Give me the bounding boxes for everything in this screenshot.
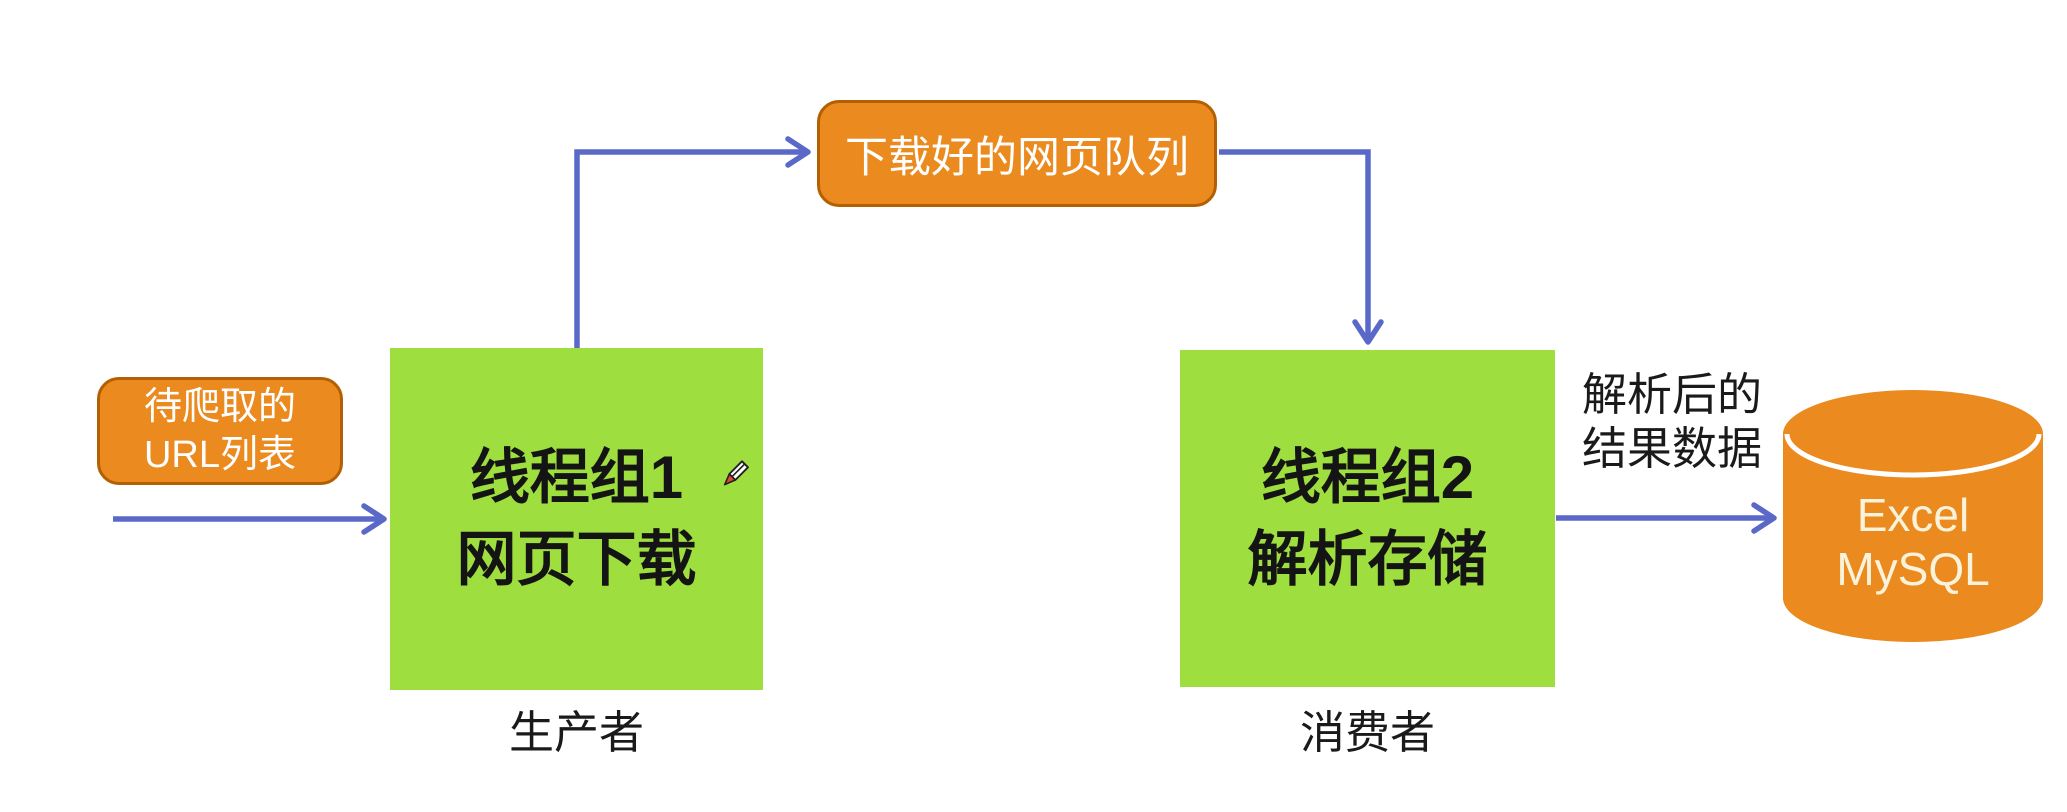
thread-group-1-title: 线程组1 <box>469 444 684 511</box>
arrow-queue-to-thread2 <box>1219 149 1384 345</box>
consumer-caption: 消费者 <box>1299 707 1435 758</box>
thread-group-1-subtitle: 网页下载 <box>456 526 697 593</box>
thread-group-1-node: 线程组1 网页下载 <box>390 348 763 690</box>
thread-group-2-node: 线程组2 解析存储 <box>1180 350 1555 687</box>
pencil-cursor-icon <box>720 456 752 488</box>
database-cylinder <box>1783 390 2043 642</box>
database-cylinder-top-rim <box>1784 433 2042 478</box>
producer-caption: 生产者 <box>508 707 644 758</box>
url-list-label-line2: URL列表 <box>143 434 297 476</box>
database-label: Excel MySQL <box>1783 488 2043 596</box>
downloaded-queue-label: 下载好的网页队列 <box>845 133 1189 182</box>
downloaded-queue-node: 下载好的网页队列 <box>817 100 1217 207</box>
thread-group-2-subtitle: 解析存储 <box>1247 525 1488 593</box>
database-label-line2: MySQL <box>1836 543 1990 595</box>
database-cylinder-body <box>1783 390 2043 642</box>
url-list-label-line1: 待爬取的 <box>143 386 296 428</box>
arrow-thread1-to-queue <box>574 136 811 349</box>
result-data-label: 解析后的 结果数据 <box>1582 368 1762 476</box>
thread-group-2-title: 线程组2 <box>1260 443 1475 511</box>
url-list-node: 待爬取的 URL列表 <box>97 377 343 485</box>
result-data-label-line2: 结果数据 <box>1582 423 1763 474</box>
result-data-label-line1: 解析后的 <box>1582 369 1763 420</box>
database-label-line1: Excel <box>1856 489 1970 541</box>
